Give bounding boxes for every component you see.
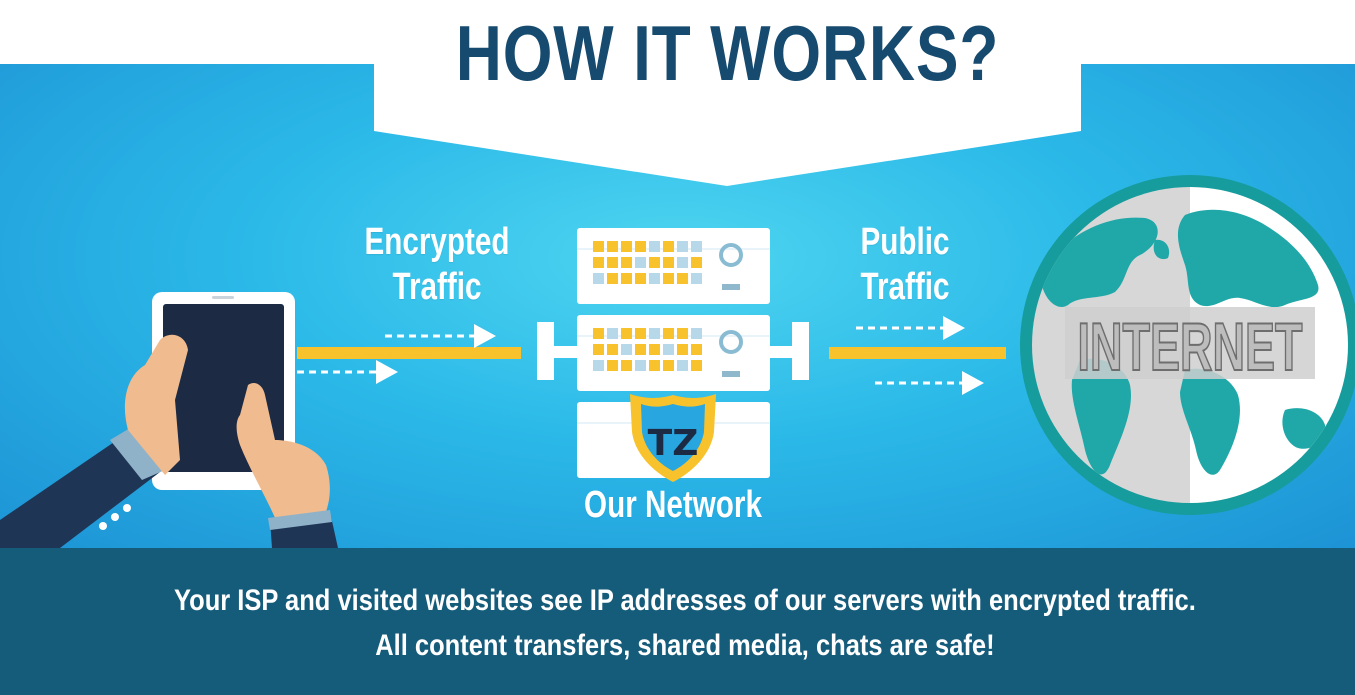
arrow-icon: [856, 316, 965, 340]
public-connector-line: [829, 347, 1006, 359]
public-traffic-label: Public Traffic: [827, 220, 983, 310]
server-led-grid: [593, 328, 702, 371]
public-label-line1: Public: [860, 221, 950, 263]
server-led: [621, 344, 632, 355]
globe-icon: INTERNET: [1020, 175, 1355, 515]
footer-banner: Your ISP and visited websites see IP add…: [0, 548, 1355, 695]
server-led: [607, 241, 618, 252]
server-led: [593, 273, 604, 284]
server-led: [607, 328, 618, 339]
public-traffic-arrows: [829, 316, 1006, 395]
server-led: [663, 273, 674, 284]
server-led: [663, 241, 674, 252]
server-led: [635, 257, 646, 268]
server-led: [691, 273, 702, 284]
server-led: [607, 360, 618, 371]
shield-monogram: TZ: [648, 423, 699, 464]
server-led: [593, 360, 604, 371]
server-led: [593, 257, 604, 268]
server-led: [649, 241, 660, 252]
public-label-line2: Traffic: [860, 266, 950, 308]
page-title: HOW IT WORKS?: [455, 9, 1000, 97]
server-led: [649, 257, 660, 268]
server-led: [607, 344, 618, 355]
arrow-icon: [385, 324, 496, 348]
server-led: [691, 344, 702, 355]
server-led: [635, 360, 646, 371]
encrypted-label-line2: Traffic: [392, 266, 482, 308]
encrypted-label-line1: Encrypted: [364, 221, 510, 263]
server-led: [691, 257, 702, 268]
server-led: [593, 241, 604, 252]
shield-icon: TZ: [630, 394, 716, 482]
server-led: [663, 360, 674, 371]
server-led: [593, 344, 604, 355]
server-led: [635, 344, 646, 355]
footer-line-1: Your ISP and visited websites see IP add…: [174, 584, 1196, 617]
server-led: [677, 344, 688, 355]
server-led: [663, 328, 674, 339]
server-led: [621, 257, 632, 268]
server-led: [607, 273, 618, 284]
server-led: [649, 344, 660, 355]
title-banner: [374, 0, 1081, 186]
server-led: [677, 328, 688, 339]
hand-icon: [0, 334, 338, 548]
server-led: [593, 328, 604, 339]
encrypted-traffic-arrows: [297, 324, 521, 384]
server-led: [621, 360, 632, 371]
server-led: [607, 257, 618, 268]
server-led: [677, 360, 688, 371]
server-led: [649, 273, 660, 284]
server-led: [621, 328, 632, 339]
server-led-grid: [593, 241, 702, 284]
server-led: [691, 241, 702, 252]
server-led: [677, 241, 688, 252]
arrow-icon: [297, 360, 398, 384]
our-network-label: Our Network: [584, 484, 762, 526]
server-led: [691, 328, 702, 339]
server-led: [649, 328, 660, 339]
server-led: [635, 328, 646, 339]
server-led: [663, 344, 674, 355]
server-led: [677, 273, 688, 284]
encrypted-traffic-label: Encrypted Traffic: [359, 220, 515, 310]
internet-label: INTERNET: [1078, 309, 1303, 385]
arrow-icon: [875, 371, 984, 395]
server-led: [649, 360, 660, 371]
server-led: [635, 273, 646, 284]
server-led: [621, 273, 632, 284]
encrypted-connector-line: [297, 347, 521, 359]
footer-line-2: All content transfers, shared media, cha…: [375, 629, 995, 662]
server-led: [663, 257, 674, 268]
server-led: [635, 241, 646, 252]
server-led: [691, 360, 702, 371]
server-led: [621, 241, 632, 252]
server-led: [677, 257, 688, 268]
